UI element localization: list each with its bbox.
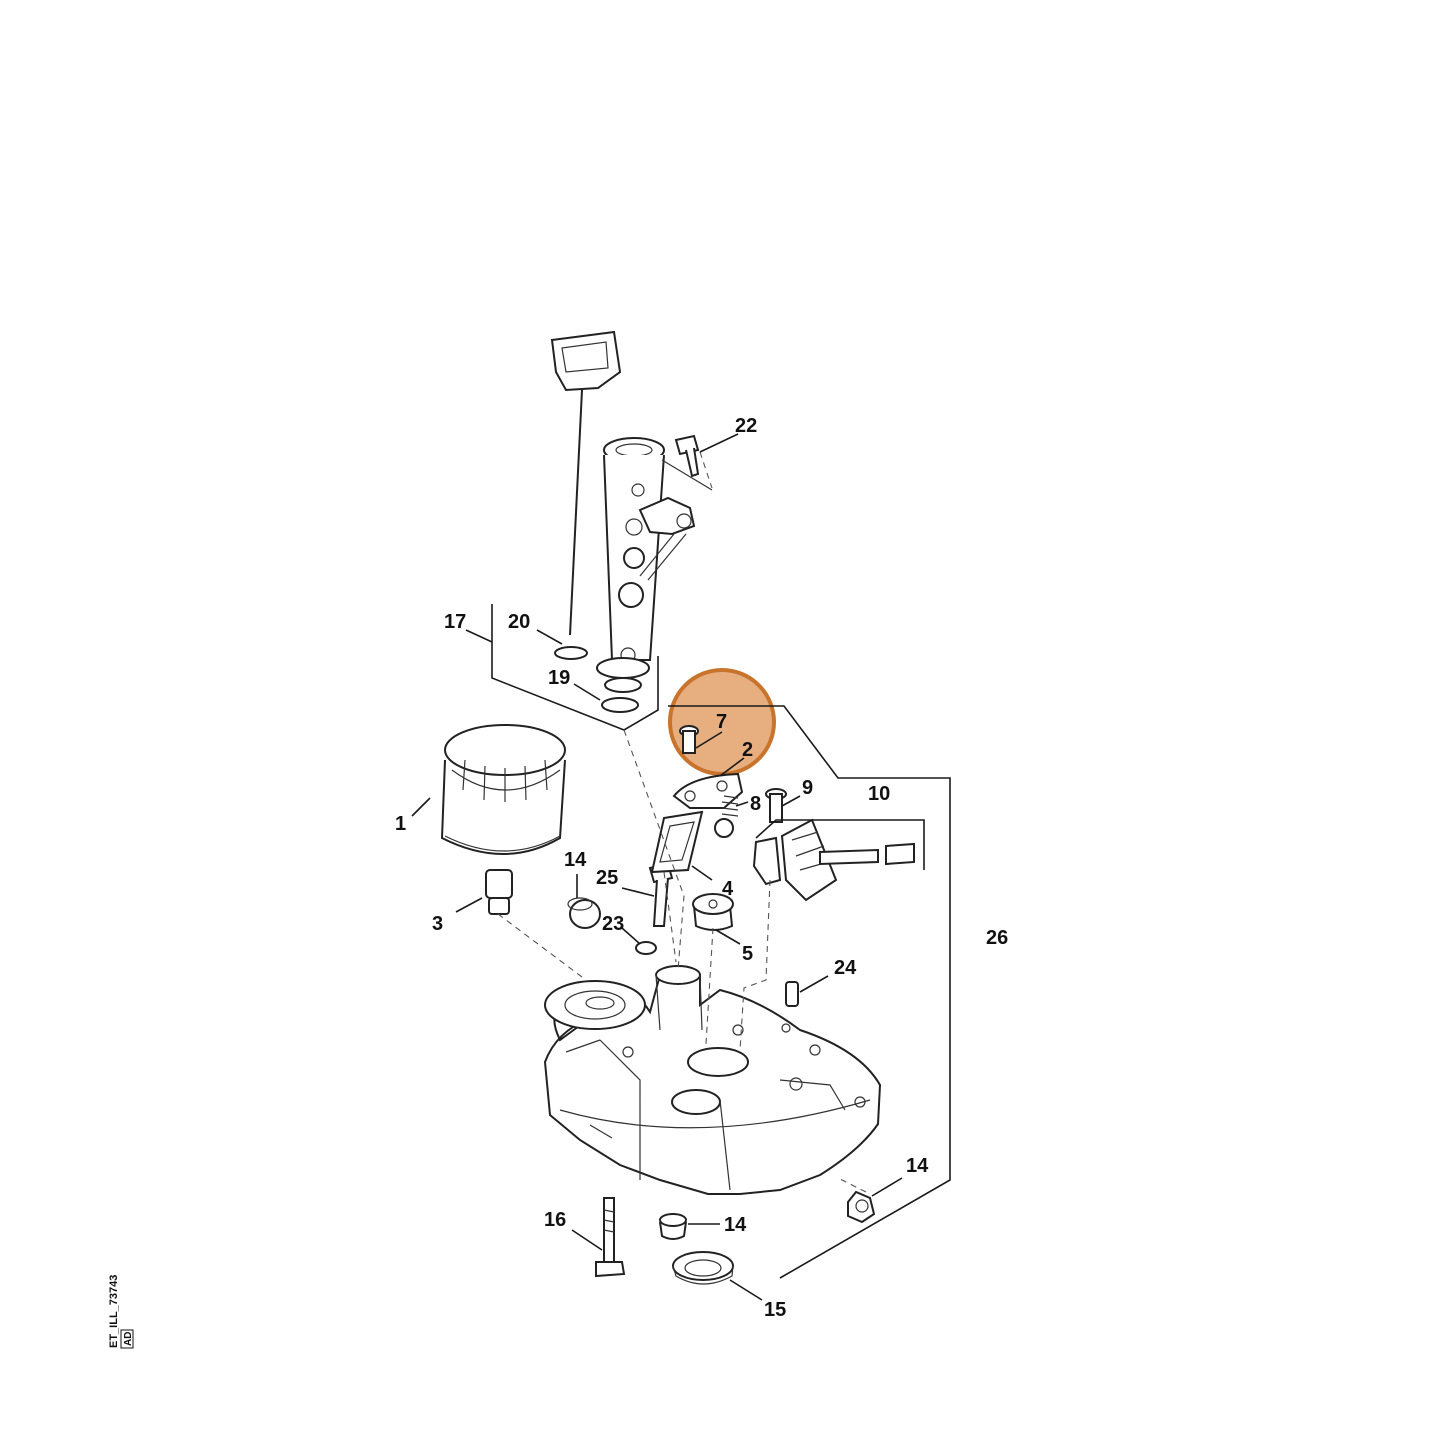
- gasket-4: [650, 810, 704, 874]
- illustration-code: ET_ILL_73743: [108, 1275, 120, 1348]
- callout-14-right: 14: [906, 1155, 929, 1177]
- callout-15: 15: [764, 1299, 786, 1321]
- illustration-code-block: ET_ILL_73743 AD: [108, 1275, 134, 1349]
- callout-14-bottom: 14: [724, 1214, 747, 1236]
- oil-filler-tube: [596, 437, 713, 693]
- group-bracket-10: [755, 819, 925, 870]
- threaded-nipple: [485, 869, 513, 915]
- callout-24: 24: [834, 957, 857, 979]
- callout-19: 19: [548, 667, 570, 689]
- bolt-9: [765, 788, 787, 823]
- callout-23: 23: [602, 913, 624, 935]
- callout-10: 10: [868, 783, 890, 805]
- cap-14-bottom: [659, 1213, 687, 1240]
- callout-26: 26: [986, 927, 1008, 949]
- callout-17: 17: [444, 611, 466, 633]
- assembly-10: [752, 818, 915, 902]
- callout-1: 1: [395, 813, 406, 835]
- washer-23: [635, 941, 657, 955]
- screw-7: [679, 725, 699, 754]
- cap-14-right: [847, 1190, 876, 1224]
- bolt-25: [648, 862, 674, 927]
- spring-and-ball-8: [714, 795, 739, 838]
- callout-4: 4: [722, 878, 734, 900]
- leader-lines: [411, 433, 903, 1301]
- crankcase: [543, 965, 882, 1195]
- dipstick: [550, 330, 622, 636]
- bolt-22: [674, 434, 700, 478]
- oil-pump-rotor: [692, 893, 734, 931]
- o-ring-20: [554, 646, 588, 660]
- callout-3: 3: [432, 913, 443, 935]
- plate-2: [672, 772, 744, 809]
- callout-5: 5: [742, 943, 753, 965]
- cap-14-left: [567, 897, 601, 929]
- callout-20: 20: [508, 611, 530, 633]
- callout-14-top: 14: [564, 849, 587, 871]
- assembly-lines: [497, 451, 867, 1193]
- callout-8: 8: [750, 793, 761, 815]
- callout-16: 16: [544, 1209, 566, 1231]
- callout-2: 2: [742, 739, 753, 761]
- callout-22: 22: [735, 415, 757, 437]
- pin-24: [785, 981, 799, 1007]
- shaft-seal-15: [672, 1251, 734, 1285]
- group-bracket-26: [668, 705, 951, 1279]
- revision-code: AD: [123, 1332, 134, 1346]
- callout-25: 25: [596, 867, 618, 889]
- o-ring-19: [601, 697, 639, 713]
- bolt-16: [595, 1197, 626, 1278]
- callout-7: 7: [716, 711, 727, 733]
- oil-filter: [440, 724, 566, 855]
- callout-9: 9: [802, 777, 813, 799]
